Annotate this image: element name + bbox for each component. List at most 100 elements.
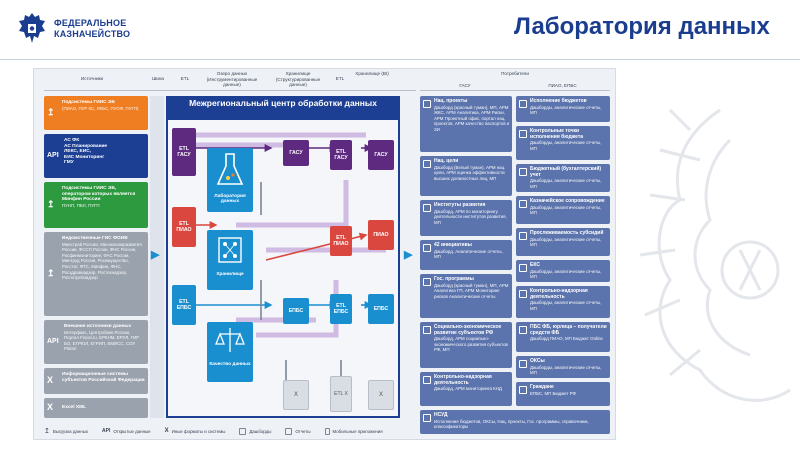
consumer-title: Нац. цели — [434, 158, 459, 164]
consumer-title: Прослеживаемость субсидий — [530, 230, 604, 236]
consumer-sub: Дашборды, аналитические отчеты, МП — [530, 364, 602, 376]
consumer-sub: Дашборды, аналитические отчеты, МП — [530, 178, 602, 189]
consumer-sub: Дашборды, аналитические отчеты, МП — [530, 204, 602, 216]
source-title: Информационные системы субъектов Российс… — [62, 372, 145, 383]
consumer-title: Институты развития — [434, 202, 486, 208]
dashboard-icon — [423, 100, 431, 108]
x-storage-node: X — [283, 380, 309, 410]
header-etl2: ETL — [335, 76, 345, 81]
page-title: Лаборатория данных — [514, 13, 770, 40]
source-sub: Минстрой России, Минэкономразвития Росси… — [62, 241, 142, 281]
consumer-sub: Дашборды, аналитические отчеты, МП — [530, 300, 602, 311]
consumer-sub: Дашборд, АРМ мониторинга КНД — [434, 386, 502, 392]
consumer-title: Нац. проекты — [434, 98, 468, 104]
legend-label: Мобильные приложения — [332, 428, 383, 434]
consumer-sub: Дашборд (Белый туман), АРМ нац. цели, АР… — [434, 164, 506, 181]
source-title: Excel XML — [62, 405, 86, 410]
legend-label: Открытые данные — [113, 428, 151, 434]
source-as-fk: API АС ФК АС Планирование ЛЕКС, ЕИС, ЕИС… — [44, 134, 148, 178]
dashboard-icon — [519, 326, 527, 334]
dashboard-icon — [423, 376, 431, 384]
consumer-title: Казначейское сопровождение — [530, 198, 605, 204]
consumer-sub: ЕПБС, МП Бюджет РФ — [530, 390, 576, 396]
source-title: Подсистемы ГИИС ЭБ — [62, 100, 115, 105]
source-minfin: ↥ Подсистемы ГИИС ЭБ, оператором которых… — [44, 182, 148, 228]
legend-item: Дашборды — [239, 425, 271, 437]
org-line-1: ФЕДЕРАЛЬНОЕ — [54, 18, 127, 28]
etl-gasu-2-node: ETL ГАСУ — [330, 140, 352, 170]
dashboard-icon — [239, 427, 247, 435]
legend-label: Отчеты — [295, 428, 311, 434]
source-regions: X Информационные системы субъектов Росси… — [44, 368, 148, 394]
consumer-sub: Дашборды, аналитические отчеты, МП — [530, 140, 602, 151]
flow-lines — [196, 132, 386, 390]
quality-icon — [215, 328, 245, 352]
x-icon: X — [164, 428, 169, 434]
etl-epbs-2-node: ETL ЕПБС — [330, 294, 352, 324]
x-etl-node: ETL X — [330, 376, 352, 412]
consumer-title: Гос. программы — [434, 276, 474, 282]
consumer-title: Контрольно-надзорная деятельность — [530, 288, 588, 300]
org-name: ФЕДЕРАЛЬНОЕ КАЗНАЧЕЙСТВО — [54, 18, 130, 40]
bus-column — [150, 96, 164, 418]
dashboard-icon — [519, 200, 527, 208]
dashboard-icon — [519, 168, 527, 176]
emblem-watermark — [639, 108, 791, 402]
dashboard-icon — [519, 130, 527, 138]
dashboard-icon — [423, 244, 431, 252]
etl-gasu-node: ETL ГАСУ — [172, 128, 196, 176]
consumer-title: ЕКС — [530, 262, 540, 268]
quality-label: Качество данных — [209, 362, 251, 367]
upload-icon: ↥ — [47, 268, 55, 279]
piao-bi-node: ПИАО — [368, 220, 394, 250]
source-sub: Интерфакс, Центробанк России, Портал Fis… — [64, 329, 140, 352]
source-title: Внешние источники данных — [64, 324, 132, 329]
dashboard-icon — [519, 264, 527, 272]
upload-icon: ↥ — [47, 199, 55, 210]
epbs-storage-node: ЕПБС — [283, 298, 309, 324]
header-gasu: ГАСУ — [459, 83, 471, 88]
database-icon — [218, 237, 242, 263]
consumer-title: Социально-экономическое развитие субъект… — [434, 324, 502, 336]
emblem-logo — [19, 13, 45, 43]
consumer-sub: Дашборд, АРМ по мониторингу деятельности… — [434, 208, 507, 225]
consumer-sub: Дашборд (красный туман), МП, АРМ ЖКС, АР… — [434, 104, 510, 132]
x-icon: X — [47, 402, 54, 413]
etl-piao-2-node: ETL ПИАО — [330, 226, 352, 256]
report-icon — [285, 427, 293, 435]
dashboard-icon — [519, 360, 527, 368]
storage-label: Хранилище — [216, 272, 244, 277]
org-line-2: КАЗНАЧЕЙСТВО — [54, 29, 131, 39]
storage-node: Хранилище — [207, 230, 253, 290]
x-bi-node: X — [368, 380, 394, 410]
header-warehouse: Хранилище (BI) — [355, 71, 389, 76]
header-sources: Источники — [80, 76, 104, 81]
source-title: Ведомственные ГИС ФОИВ — [62, 236, 128, 241]
x-icon: X — [47, 375, 54, 386]
source-sub: (ПИАО, ПУР КС, ЛКБС, ПУОФ, ПУГП) — [62, 105, 139, 111]
header-piao: ПИАО, ЕПБС — [548, 83, 577, 88]
consumer-sub: Дашборд (красный туман), МП, АРМ Аналити… — [434, 282, 509, 299]
legend-item: Мобильные приложения — [324, 425, 383, 437]
header-line-2 — [420, 90, 610, 91]
consumer-socio-economic: Социально-экономическое развитие субъект… — [420, 322, 512, 368]
consumer-sub: Исполнение бюджетов, ОКСы, Нац. проекты,… — [434, 418, 589, 430]
source-giis-eb: ↥ Подсистемы ГИИС ЭБ(ПИАО, ПУР КС, ЛКБС,… — [44, 96, 148, 130]
gasu-storage-node: ГАСУ — [283, 140, 309, 166]
consumer-title: Бюджетный (бухгалтерский) учет — [530, 166, 602, 178]
dashboard-icon — [519, 386, 527, 394]
upload-icon: ↥ — [44, 428, 50, 435]
